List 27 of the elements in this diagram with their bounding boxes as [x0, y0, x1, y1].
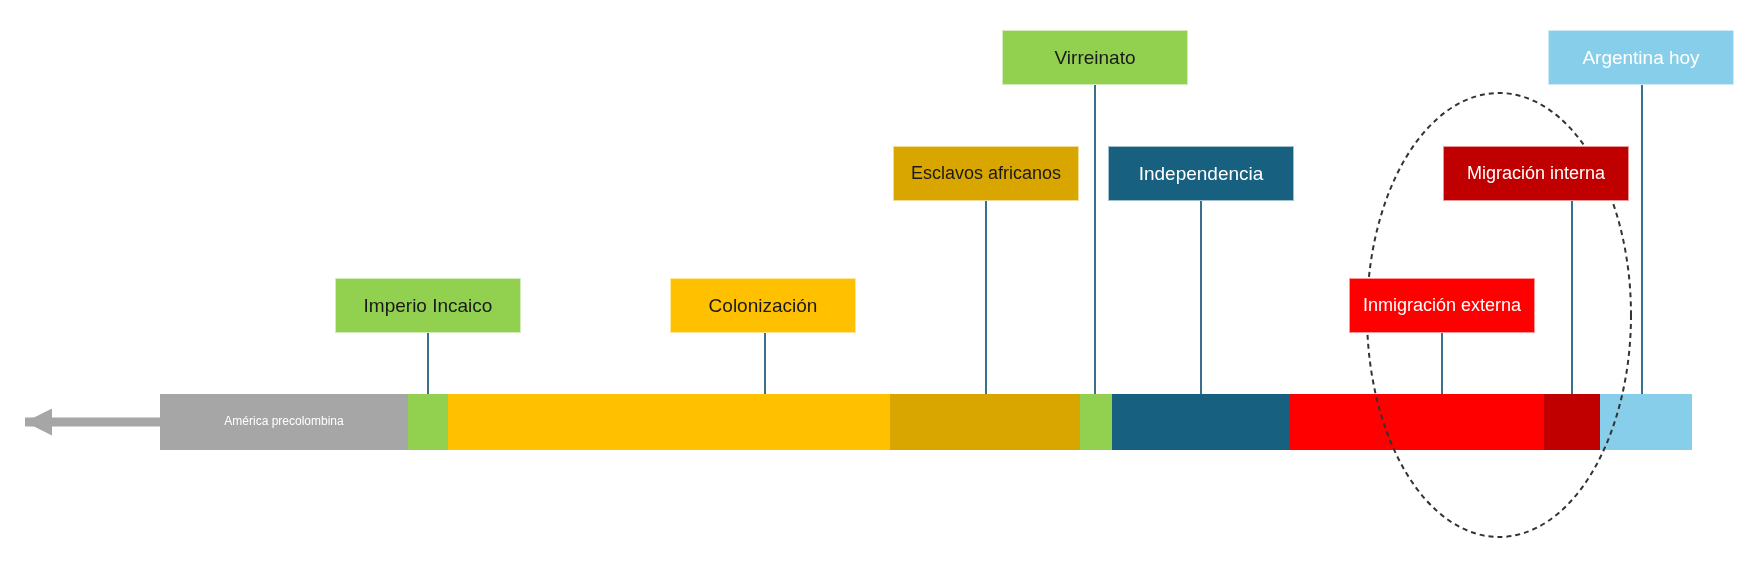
label-box: Colonización — [670, 278, 856, 333]
leader-line — [1200, 200, 1202, 395]
leader-line — [1641, 84, 1643, 395]
dashed-ellipse — [1365, 91, 1633, 539]
leader-line — [1094, 84, 1096, 395]
timeline-segment — [890, 394, 1080, 450]
timeline-segment: América precolombina — [160, 394, 408, 450]
leader-line — [985, 200, 987, 395]
timeline-segment — [1290, 394, 1544, 450]
label-box: Esclavos africanos — [893, 146, 1079, 201]
timeline-segment — [448, 394, 890, 450]
label-box: Migración interna — [1443, 146, 1629, 201]
label-box: Inmigración externa — [1349, 278, 1535, 333]
timeline-segment — [408, 394, 448, 450]
label-box: Argentina hoy — [1548, 30, 1734, 85]
leader-line — [1571, 200, 1573, 395]
timeline-segment — [1544, 394, 1600, 450]
leader-line — [427, 332, 429, 395]
leader-line — [1441, 332, 1443, 395]
leader-line — [764, 332, 766, 395]
timeline-segment — [1080, 394, 1112, 450]
label-box: Imperio Incaico — [335, 278, 521, 333]
label-box: Virreinato — [1002, 30, 1188, 85]
label-box: Independencia — [1108, 146, 1294, 201]
timeline-segment — [1600, 394, 1692, 450]
timeline-segment — [1112, 394, 1290, 450]
arrow — [25, 408, 160, 436]
